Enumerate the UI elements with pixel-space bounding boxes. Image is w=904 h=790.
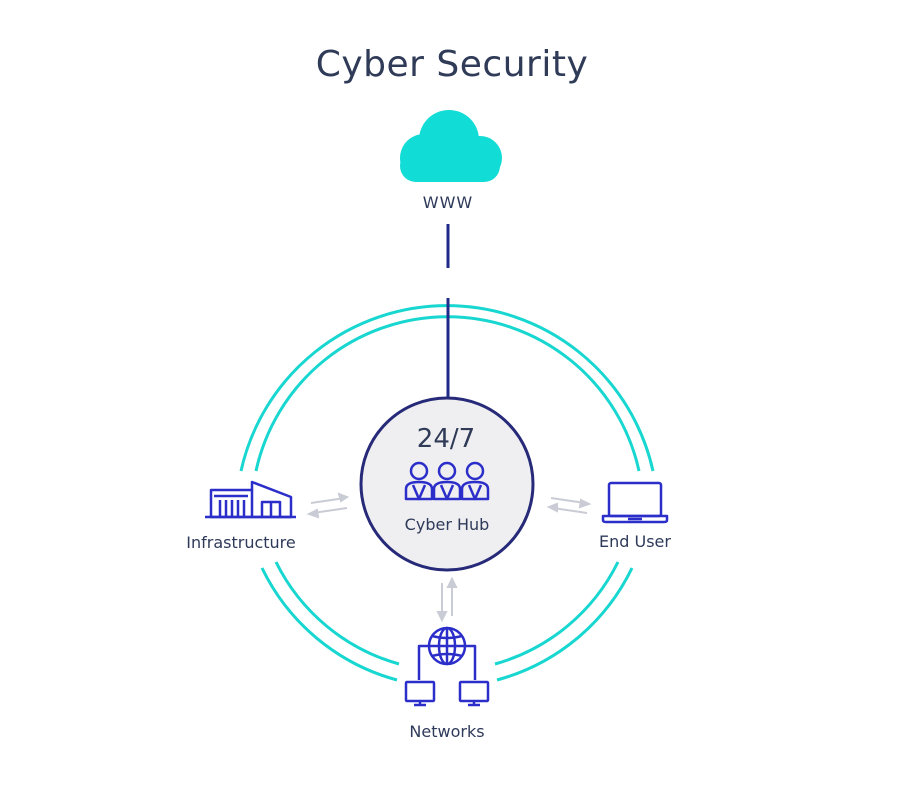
ring-arc-right-outer	[496, 567, 634, 682]
networks-label: Networks	[409, 722, 485, 741]
ring-arc-right-inner	[494, 561, 620, 666]
cloud-icon	[400, 110, 502, 182]
hub-availability-label: 24/7	[416, 424, 476, 454]
laptop-icon	[601, 481, 669, 524]
ring-arc-left-inner	[274, 561, 400, 666]
network-icon	[404, 626, 490, 707]
ring-arc-left-outer	[260, 567, 398, 682]
infrastructure-label: Infrastructure	[186, 533, 296, 552]
arrows-end-user	[546, 497, 592, 514]
hub-label: Cyber Hub	[404, 515, 490, 534]
team-icon	[404, 461, 490, 501]
www-label: WWW	[422, 193, 474, 212]
hub-circle	[359, 396, 535, 572]
page-title: Cyber Security	[315, 44, 589, 85]
arrows-networks	[436, 576, 458, 623]
warehouse-icon	[205, 480, 296, 519]
end-user-label: End User	[599, 532, 671, 551]
arrows-infrastructure	[306, 492, 350, 519]
